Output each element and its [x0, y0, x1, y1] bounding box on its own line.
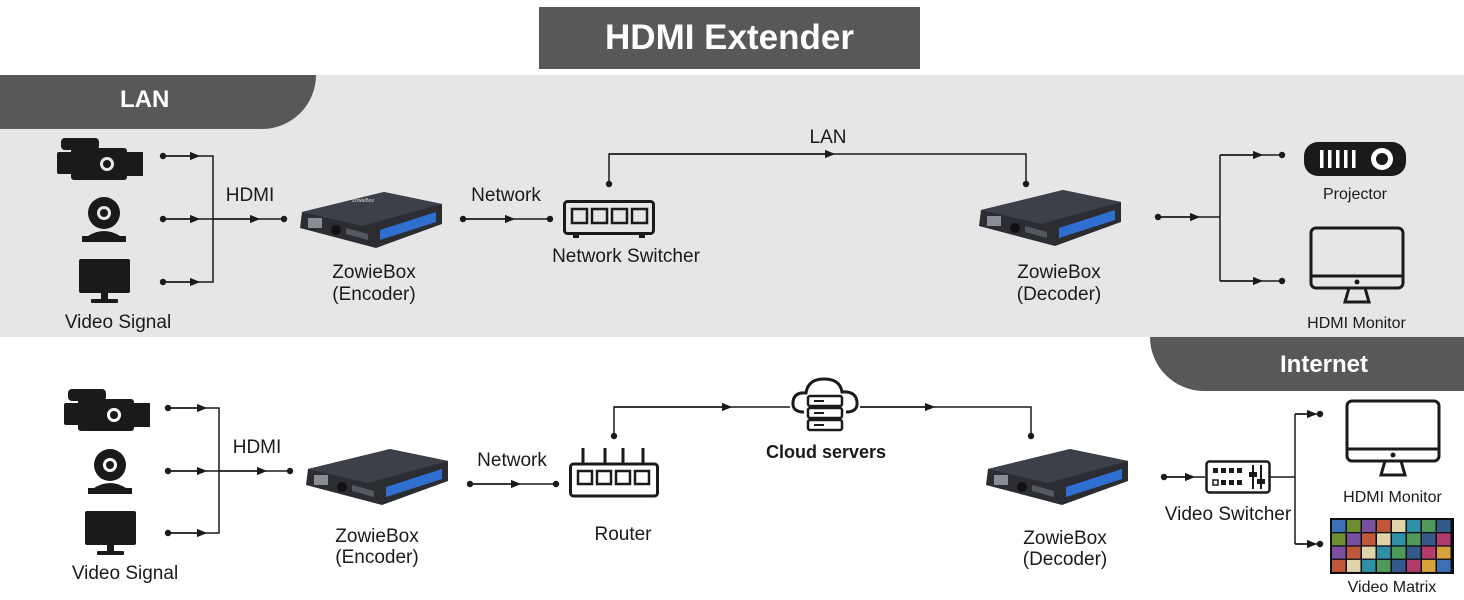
video-wall-tile [1437, 533, 1451, 546]
lan-decoder-role: (Decoder) [1016, 284, 1102, 305]
hdmi-monitor-icon [1309, 226, 1405, 304]
video-wall-tile [1377, 546, 1391, 559]
video-wall-tile [1362, 533, 1376, 546]
video-wall-tile [1407, 533, 1421, 546]
camcorder-icon [57, 138, 143, 180]
video-wall-tile [1347, 520, 1361, 532]
video-wall-tile [1377, 520, 1391, 532]
video-wall-tile [1362, 559, 1376, 572]
ptz-camera-icon [82, 197, 126, 242]
internet-hdmi-monitor-label: HDMI Monitor [1343, 489, 1442, 506]
video-wall-tile [1407, 546, 1421, 559]
internet-decoder-role: (Decoder) [1022, 549, 1108, 570]
network-switch-icon [563, 200, 655, 238]
video-wall-tile [1437, 520, 1451, 532]
video-switcher-icon [1205, 460, 1271, 494]
video-wall-tile [1392, 559, 1406, 572]
video-wall-tile [1407, 559, 1421, 572]
lan-encoder-role: (Encoder) [332, 284, 416, 305]
lan-encoder-name: ZowieBox [332, 262, 416, 283]
projector-label: Projector [1322, 186, 1388, 203]
network-switcher-label: Network Switcher [552, 246, 700, 267]
video-wall-tile [1332, 533, 1346, 546]
lan-section-tab: LAN [0, 75, 316, 129]
hdmi-monitor-icon [1345, 399, 1441, 477]
router-label: Router [594, 524, 652, 545]
video-wall-tile [1362, 520, 1376, 532]
video-wall-tile [1377, 533, 1391, 546]
internet-encoder-role: (Encoder) [335, 547, 419, 568]
video-wall-tile [1332, 559, 1346, 572]
lan-network-label: Network [471, 185, 541, 206]
cloud-server-icon [791, 377, 859, 432]
video-wall-tile [1332, 520, 1346, 532]
decoder-device-icon [979, 190, 1121, 246]
video-wall-tile [1332, 546, 1346, 559]
internet-hdmi-label: HDMI [232, 437, 282, 458]
ptz-camera-icon [88, 449, 132, 494]
monitor-icon [79, 259, 130, 303]
video-wall-tile [1422, 520, 1436, 532]
internet-video-signal-label: Video Signal [71, 563, 179, 584]
video-switcher-label: Video Switcher [1164, 504, 1292, 525]
lan-hdmi-monitor-label: HDMI Monitor [1307, 315, 1406, 332]
camcorder-icon [64, 389, 150, 431]
video-wall-tile [1437, 546, 1451, 559]
lan-video-signal-label: Video Signal [64, 312, 172, 333]
video-wall-tile [1392, 546, 1406, 559]
video-wall-tile [1347, 533, 1361, 546]
internet-network-label: Network [477, 450, 547, 471]
video-wall-tile [1392, 533, 1406, 546]
monitor-icon [85, 511, 136, 555]
video-wall-tile [1362, 546, 1376, 559]
encoder-device-logo: ZowieBox [352, 198, 374, 204]
page-title: HDMI Extender [539, 7, 920, 69]
video-matrix-label: Video Matrix [1347, 579, 1437, 596]
video-wall-tile [1437, 559, 1451, 572]
lan-section-title: LAN [120, 86, 170, 113]
video-wall-tile [1422, 533, 1436, 546]
lan-link-label: LAN [809, 127, 847, 148]
video-wall-tile [1392, 520, 1406, 532]
encoder-device-icon [306, 449, 448, 505]
decoder-device-icon [986, 449, 1128, 505]
cloud-servers-label: Cloud servers [765, 442, 887, 462]
router-icon [569, 448, 659, 498]
internet-section-tab: Internet [1150, 337, 1464, 391]
lan-decoder-name: ZowieBox [1017, 262, 1101, 283]
video-wall-tile [1422, 546, 1436, 559]
video-wall-icon [1330, 518, 1454, 574]
video-wall-tile [1377, 559, 1391, 572]
internet-section-title: Internet [1280, 351, 1369, 378]
internet-decoder-name: ZowieBox [1023, 528, 1107, 549]
internet-encoder-name: ZowieBox [335, 526, 419, 547]
video-wall-tile [1422, 559, 1436, 572]
lan-hdmi-label: HDMI [225, 185, 275, 206]
video-wall-tile [1407, 520, 1421, 532]
video-wall-tile [1347, 546, 1361, 559]
encoder-device-icon: ZowieBox [300, 192, 442, 248]
video-wall-tile [1347, 559, 1361, 572]
projector-icon [1304, 142, 1406, 176]
